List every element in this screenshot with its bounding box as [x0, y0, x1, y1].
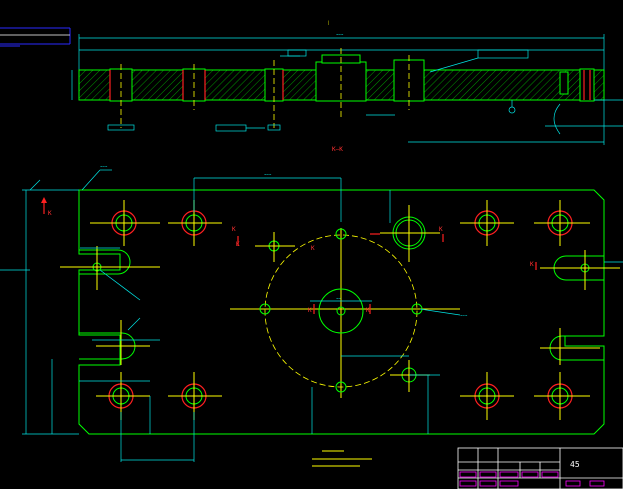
technical-notes [312, 450, 372, 467]
section-cut-markers: K K K K K K K K [41, 197, 537, 314]
svg-text:K: K [530, 261, 534, 268]
dimensions: ~~~ ~~ ~~~ ~~~ [0, 164, 623, 462]
svg-text:K: K [308, 307, 312, 314]
section-view[interactable]: ~~~ [71, 32, 623, 153]
drawing-number: 45 [570, 460, 580, 469]
svg-text:~~~: ~~~ [264, 172, 272, 177]
title-block[interactable]: 45 [457, 447, 623, 489]
svg-text:K: K [48, 210, 52, 217]
svg-text:K: K [439, 226, 443, 233]
svg-text:K: K [232, 226, 236, 233]
svg-text:~~~: ~~~ [100, 164, 108, 169]
center-bore [318, 288, 364, 334]
svg-text:K: K [366, 307, 370, 314]
section-label: K—K [332, 146, 343, 153]
svg-text:~~: ~~ [336, 296, 341, 301]
top-marker: | [327, 20, 329, 25]
frame-corner [0, 27, 71, 47]
svg-text:K: K [311, 245, 315, 252]
plan-view[interactable]: ~~~ ~~ ~~~ ~~~ K K K K K K K K [0, 164, 623, 462]
svg-text:~~~: ~~~ [460, 313, 468, 318]
svg-text:~~~: ~~~ [336, 32, 344, 37]
